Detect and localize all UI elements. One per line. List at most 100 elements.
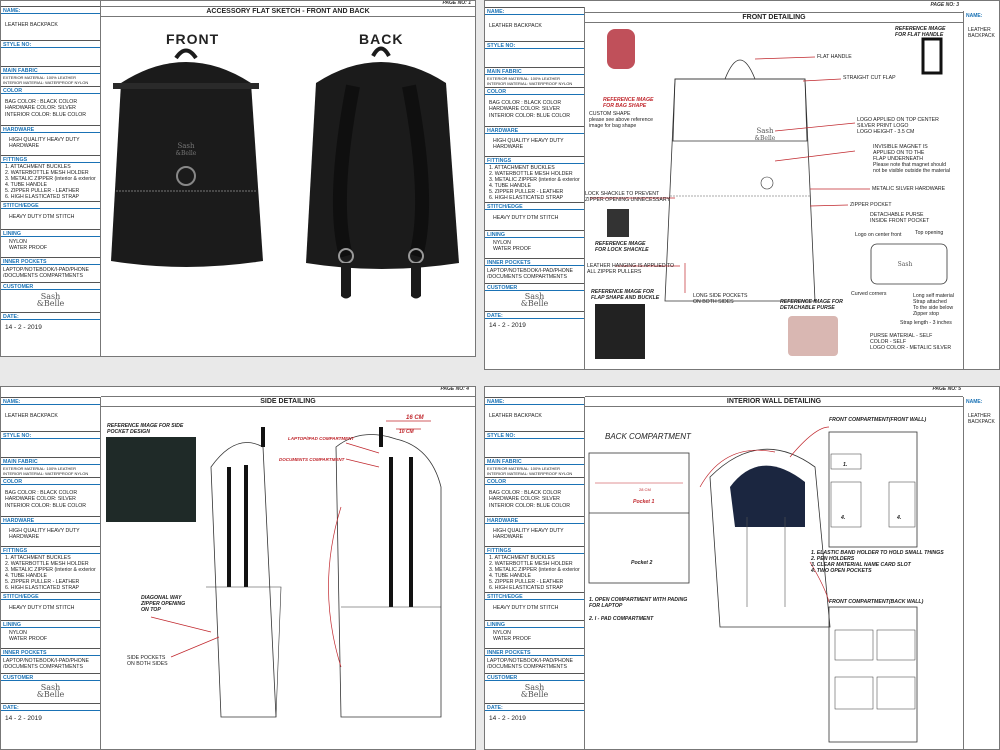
curved-corners-label: Curved corners	[851, 291, 887, 297]
date-heading: DATE:	[485, 702, 584, 711]
hardware-line-1: HIGH QUALITY HEAVY DUTY	[493, 528, 564, 534]
fittings-heading: FITTINGS	[485, 546, 584, 554]
fitting-item: 1. ATTACHMENT BUCKLES	[5, 164, 71, 170]
fitting-item: 3. METALIC ZIPPER (interior & exterior)	[489, 177, 580, 183]
stitch-text: HEAVY DUTY DTM STITCH	[493, 215, 559, 221]
pockets-heading: INNER POCKETS	[485, 648, 584, 656]
logo-center-label: Logo on center front	[855, 232, 902, 238]
hardware-line-1: HIGH QUALITY HEAVY DUTY	[9, 528, 80, 534]
pockets-value: LAPTOP/NOTEBOOK/I-PAD/PHONE/DOCUMENTS CO…	[1, 265, 100, 282]
fabric-interior: INTERIOR MATERIAL: WATERPROOF NYLON	[3, 80, 89, 85]
ref-purse-label: REFERENCE IMAGE FOR DETACHABLE PURSE	[780, 299, 843, 311]
date-value: 14 - 2 - 2019	[485, 711, 584, 724]
fitting-item: 6. HIGH ELASTICATED STRAP	[5, 585, 79, 591]
lining-line-2: WATER PROOF	[9, 245, 48, 252]
name-heading: NAME:	[485, 397, 584, 405]
fabric-heading: MAIN FABRIC	[485, 67, 584, 75]
date-value: 14 - 2 - 2019	[1, 320, 100, 333]
logo-line-1: Sash	[524, 291, 545, 301]
fabric-exterior: EXTERIOR MATERIAL: 100% LEATHER	[3, 75, 76, 80]
stitch-heading: STITCH/EDGE	[485, 592, 584, 600]
page-number: PAGE NO: 4	[440, 386, 469, 392]
peek-name-heading: NAME:	[966, 13, 983, 19]
peek-name: LEATHER BACKPACK	[968, 27, 995, 39]
front-label: FRONT	[166, 31, 220, 47]
top-opening-label: Top opening	[915, 230, 944, 236]
ref-lock-label: REFERENCE IMAGE FOR LOCK SHACKLE	[595, 241, 649, 253]
fitting-item: 2. WATERBOTTLE MESH HOLDER	[5, 170, 89, 176]
name-heading: NAME:	[485, 7, 584, 15]
lining-line-2: WATER PROOF	[493, 636, 532, 643]
side-pockets-label: SIDE POCKETS ON BOTH SIDES	[127, 655, 168, 667]
hardware-label: METALIC SILVER HARDWARE	[872, 186, 946, 192]
logo-line-2: &Belle	[36, 689, 65, 699]
date-text: 14 - 2 - 2019	[489, 321, 526, 329]
fabric-exterior: EXTERIOR MATERIAL: 100% LEATHER	[487, 76, 560, 81]
ref-handle-label: REFERENCE IMAGE FOR FLAT HANDLE	[895, 26, 946, 38]
customer-heading: CUSTOMER	[485, 282, 584, 291]
leather-hanging-label: LEATHER HANGING IS APPLIED TO ALL ZIPPER…	[587, 263, 675, 275]
hardware-line-2: HARDWARE	[9, 143, 40, 150]
customer-heading: CUSTOMER	[1, 672, 100, 681]
date-heading: DATE:	[1, 311, 100, 320]
stitch-heading: STITCH/EDGE	[1, 592, 100, 600]
spec-sidebar: NAME: LEATHER BACKPACK STYLE NO: MAIN FA…	[1, 397, 101, 749]
name-heading: NAME:	[1, 6, 100, 14]
fitting-item: 1. ATTACHMENT BUCKLES	[489, 165, 555, 171]
date-value: 14 - 2 - 2019	[1, 711, 100, 724]
stitch-heading: STITCH/EDGE	[1, 201, 100, 209]
pockets-value: LAPTOP/NOTEBOOK/I-PAD/PHONE/DOCUMENTS CO…	[1, 656, 100, 673]
logo-line-1: Sash	[40, 291, 61, 301]
fittings-heading: FITTINGS	[1, 155, 100, 163]
zipper-pocket-label: ZIPPER POCKET	[850, 202, 892, 208]
fitting-item: 6. HIGH ELASTICATED STRAP	[489, 585, 563, 591]
side-detail-sketch	[106, 420, 442, 718]
fitting-item: 2. WATERBOTTLE MESH HOLDER	[489, 171, 573, 177]
customer-logo: Sash&Belle	[485, 291, 584, 311]
hardware-line-1: HIGH QUALITY HEAVY DUTY	[9, 137, 80, 143]
pockets-heading: INNER POCKETS	[485, 258, 584, 266]
page-number: PAGE NO: 1	[442, 0, 471, 6]
back-comp-label: BACK COMPARTMENT	[605, 432, 691, 441]
next-sheet-peek: NAME: LEATHER BACKPACK	[963, 397, 999, 749]
strap-length-label: Strap length - 3 inches	[900, 320, 952, 326]
items-list-label: 1. ELASTIC BAND HOLDER TO HOLD SMALL THI…	[811, 550, 944, 574]
stitch-text: HEAVY DUTY DTM STITCH	[9, 214, 75, 220]
sheet-page-4: PAGE NO: 4 NAME: LEATHER BACKPACK STYLE …	[0, 386, 476, 750]
pockets-line-2: /DOCUMENTS COMPARTMENTS	[487, 274, 567, 281]
back-label: BACK	[359, 31, 404, 47]
svg-text:&Belle: &Belle	[176, 150, 197, 157]
fitting-item: 6. HIGH ELASTICATED STRAP	[5, 194, 79, 200]
fittings-list: 1. ATTACHMENT BUCKLES 2. WATERBOTTLE MES…	[1, 554, 100, 592]
bag-color: BAG COLOR : BLACK COLOR	[5, 99, 78, 105]
lining-line-1: NYLON	[9, 239, 27, 245]
hardware-heading: HARDWARE	[1, 125, 100, 133]
hardware-line-2: HARDWARE	[9, 534, 40, 541]
four-label-a: 4.	[841, 515, 846, 521]
interior-color: INTERIOR COLOR: BLUE COLOR	[5, 111, 86, 118]
pocket-1-label: Pocket 1	[633, 499, 655, 505]
ref-shape-label: REFERENCE IMAGE FOR BAG SHAPE	[603, 97, 654, 109]
name-value: LEATHER BACKPACK	[485, 405, 584, 431]
hardware-heading: HARDWARE	[485, 126, 584, 134]
sheet-page-5: PAGE NO: 5 NAME: LEATHER BACKPACK STYLE …	[484, 386, 1000, 750]
interior-detail-sketch	[588, 426, 918, 743]
name-text: LEATHER BACKPACK	[5, 22, 58, 28]
pockets-value: LAPTOP/NOTEBOOK/I-PAD/PHONE/DOCUMENTS CO…	[485, 266, 584, 283]
page-title: INTERIOR WALL DETAILING	[585, 396, 963, 407]
date-value: 14 - 2 - 2019	[485, 319, 584, 331]
logo-note-label: LOGO APPLIED ON TOP CENTER SILVER PRINT …	[857, 117, 939, 135]
sheet-page-1: PAGE NO: 1 NAME: LEATHER BACKPACK STYLE …	[0, 0, 476, 357]
fittings-list: 1. ATTACHMENT BUCKLES 2. WATERBOTTLE MES…	[485, 164, 584, 202]
one-label: 1.	[843, 462, 848, 468]
fabric-heading: MAIN FABRIC	[1, 66, 100, 74]
style-heading: STYLE NO:	[1, 431, 100, 439]
interior-color: INTERIOR COLOR: BLUE COLOR	[489, 502, 570, 509]
